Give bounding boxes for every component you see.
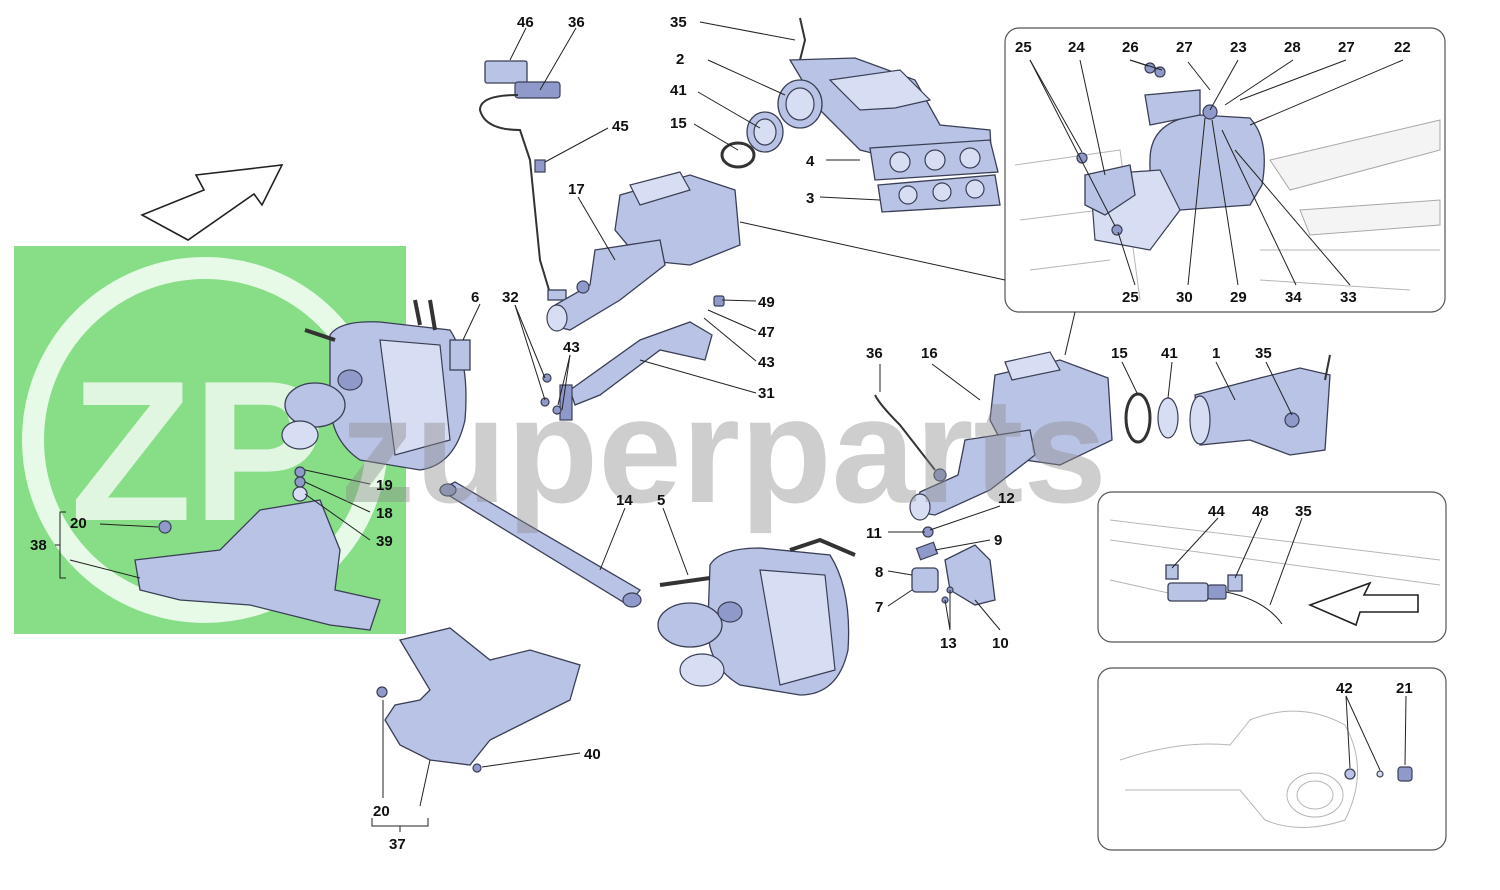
callout-25: 25 [1015,39,1032,56]
clamp-ring [1124,392,1152,444]
callout-47: 47 [758,324,775,341]
callout-43: 43 [758,354,775,371]
callout-8: 8 [875,564,883,581]
callout-18: 18 [376,505,393,522]
detail-direction-arrow-icon [1307,581,1419,627]
callout-4: 4 [806,153,815,170]
callout-38: 38 [30,537,47,554]
callout-29: 29 [1230,289,1247,306]
callout-37: 37 [389,836,406,853]
callout-42: 42 [1336,680,1353,697]
catalytic-converter-upper [546,171,741,332]
callout-13: 13 [940,635,957,652]
callout-23: 23 [1230,39,1247,56]
callout-27: 27 [1176,39,1193,56]
callout-25b: 25 [1122,289,1139,306]
heat-shield-upper [569,321,713,406]
callout-41: 41 [670,82,687,99]
callout-16: 16 [921,345,938,362]
callout-20b: 20 [373,803,390,820]
callout-labels: 46 36 35 2 41 15 45 4 3 17 25 24 26 27 2… [30,14,1413,853]
callout-6: 6 [471,289,479,306]
detail-box-sensor-connector [1097,491,1447,643]
callout-1: 1 [1212,345,1220,362]
callout-15: 15 [670,115,687,132]
heat-shield-left [134,499,381,631]
callout-22: 22 [1394,39,1411,56]
callout-33: 33 [1340,289,1357,306]
callout-11: 11 [866,525,882,542]
callout-15b: 15 [1111,345,1128,362]
callout-31: 31 [758,385,775,402]
catalytic-converter-right [874,351,1113,521]
heat-shield-lower [384,627,581,766]
callout-39: 39 [376,533,393,550]
callout-5: 5 [657,492,665,509]
callout-35b: 35 [1255,345,1272,362]
silencer-lower [657,537,856,696]
callout-49: 49 [758,294,775,311]
callout-20: 20 [70,515,87,532]
callout-19: 19 [376,477,393,494]
tailpipe-tube [438,481,642,608]
direction-arrow-icon [140,164,284,241]
callout-24: 24 [1068,39,1085,56]
callout-12: 12 [998,490,1015,507]
callout-40: 40 [584,746,601,763]
downpipe [1189,354,1331,456]
callout-45: 45 [612,118,629,135]
watermark-brand-text: zuperparts [340,366,1107,534]
callout-35c: 35 [1295,503,1312,520]
silencer-left [281,299,471,471]
callout-26: 26 [1122,39,1139,56]
callout-46: 46 [517,14,534,31]
callout-34: 34 [1285,289,1302,306]
callout-9: 9 [994,532,1002,549]
callout-10: 10 [992,635,1009,652]
callout-43b: 43 [563,339,580,356]
callout-3: 3 [806,190,814,207]
callout-35: 35 [670,14,687,31]
callout-48: 48 [1252,503,1269,520]
callout-28: 28 [1284,39,1301,56]
lambda-sensor-upper [478,60,567,301]
callout-44: 44 [1208,503,1225,520]
callout-32: 32 [502,289,519,306]
callout-21: 21 [1396,680,1413,697]
callout-41b: 41 [1161,345,1178,362]
callout-14: 14 [616,492,633,509]
callout-27b: 27 [1338,39,1355,56]
gasket-ring [1157,397,1179,439]
detail-box-catalyst-plug [1097,667,1447,851]
callout-7: 7 [875,599,883,616]
mounting-bracket-parts [911,526,996,606]
leader-lines [55,21,1407,832]
callout-2: 2 [676,51,684,68]
exhaust-manifold [720,17,1001,213]
callout-36b: 36 [866,345,883,362]
callout-30: 30 [1176,289,1193,306]
callout-36: 36 [568,14,585,31]
callout-17: 17 [568,181,585,198]
detail-box-catalyst-mounting [1004,27,1446,313]
